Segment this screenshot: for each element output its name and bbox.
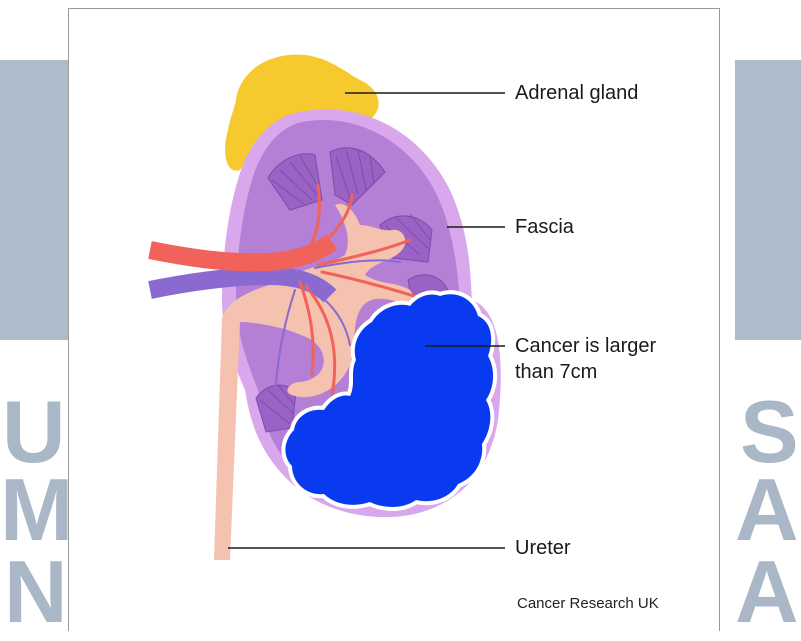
credit-text: Cancer Research UK [517, 592, 659, 616]
label-adrenal-gland: Adrenal gland [515, 81, 638, 105]
label-ureter: Ureter [515, 536, 571, 560]
label-cancer-line2: than 7cm [515, 360, 597, 384]
label-cancer-line1: Cancer is larger [515, 334, 656, 358]
label-fascia: Fascia [515, 215, 574, 239]
